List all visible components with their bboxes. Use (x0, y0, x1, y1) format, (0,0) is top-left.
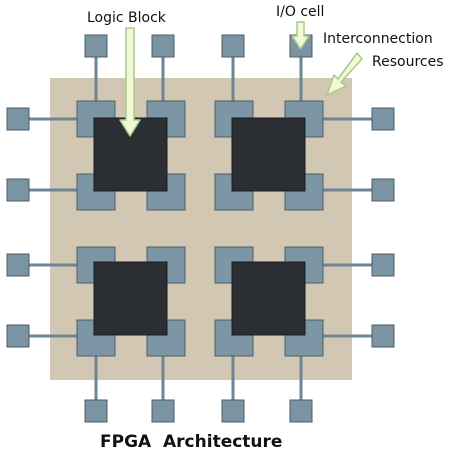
label-resources: Resources (372, 54, 444, 70)
io-cell (221, 34, 245, 58)
arrow-down-icon (291, 21, 310, 50)
io-cells (6, 34, 395, 423)
callout-arrows (119, 21, 363, 137)
logic-block (231, 117, 306, 192)
io-cell (151, 34, 175, 58)
io-cell (371, 324, 395, 348)
logic-block (93, 261, 168, 336)
io-cell (151, 399, 175, 423)
io-cell (6, 253, 30, 277)
label-io-cell: I/O cell (276, 4, 324, 20)
io-cell (6, 178, 30, 202)
arrow-down-icon (119, 27, 141, 137)
io-cell (6, 324, 30, 348)
logic-block (231, 261, 306, 336)
io-cell (84, 34, 108, 58)
io-cell (289, 399, 313, 423)
io-cell (6, 107, 30, 131)
arrow-diagonal-icon (326, 52, 363, 96)
io-cell (371, 107, 395, 131)
label-logic-block: Logic Block (87, 10, 167, 26)
io-cell (84, 399, 108, 423)
io-cell (371, 178, 395, 202)
logic-blocks (93, 117, 306, 336)
io-cell (371, 253, 395, 277)
diagram-caption: FPGA Architecture (100, 432, 282, 452)
label-interconnection: Interconnection (323, 31, 433, 47)
io-cell (221, 399, 245, 423)
